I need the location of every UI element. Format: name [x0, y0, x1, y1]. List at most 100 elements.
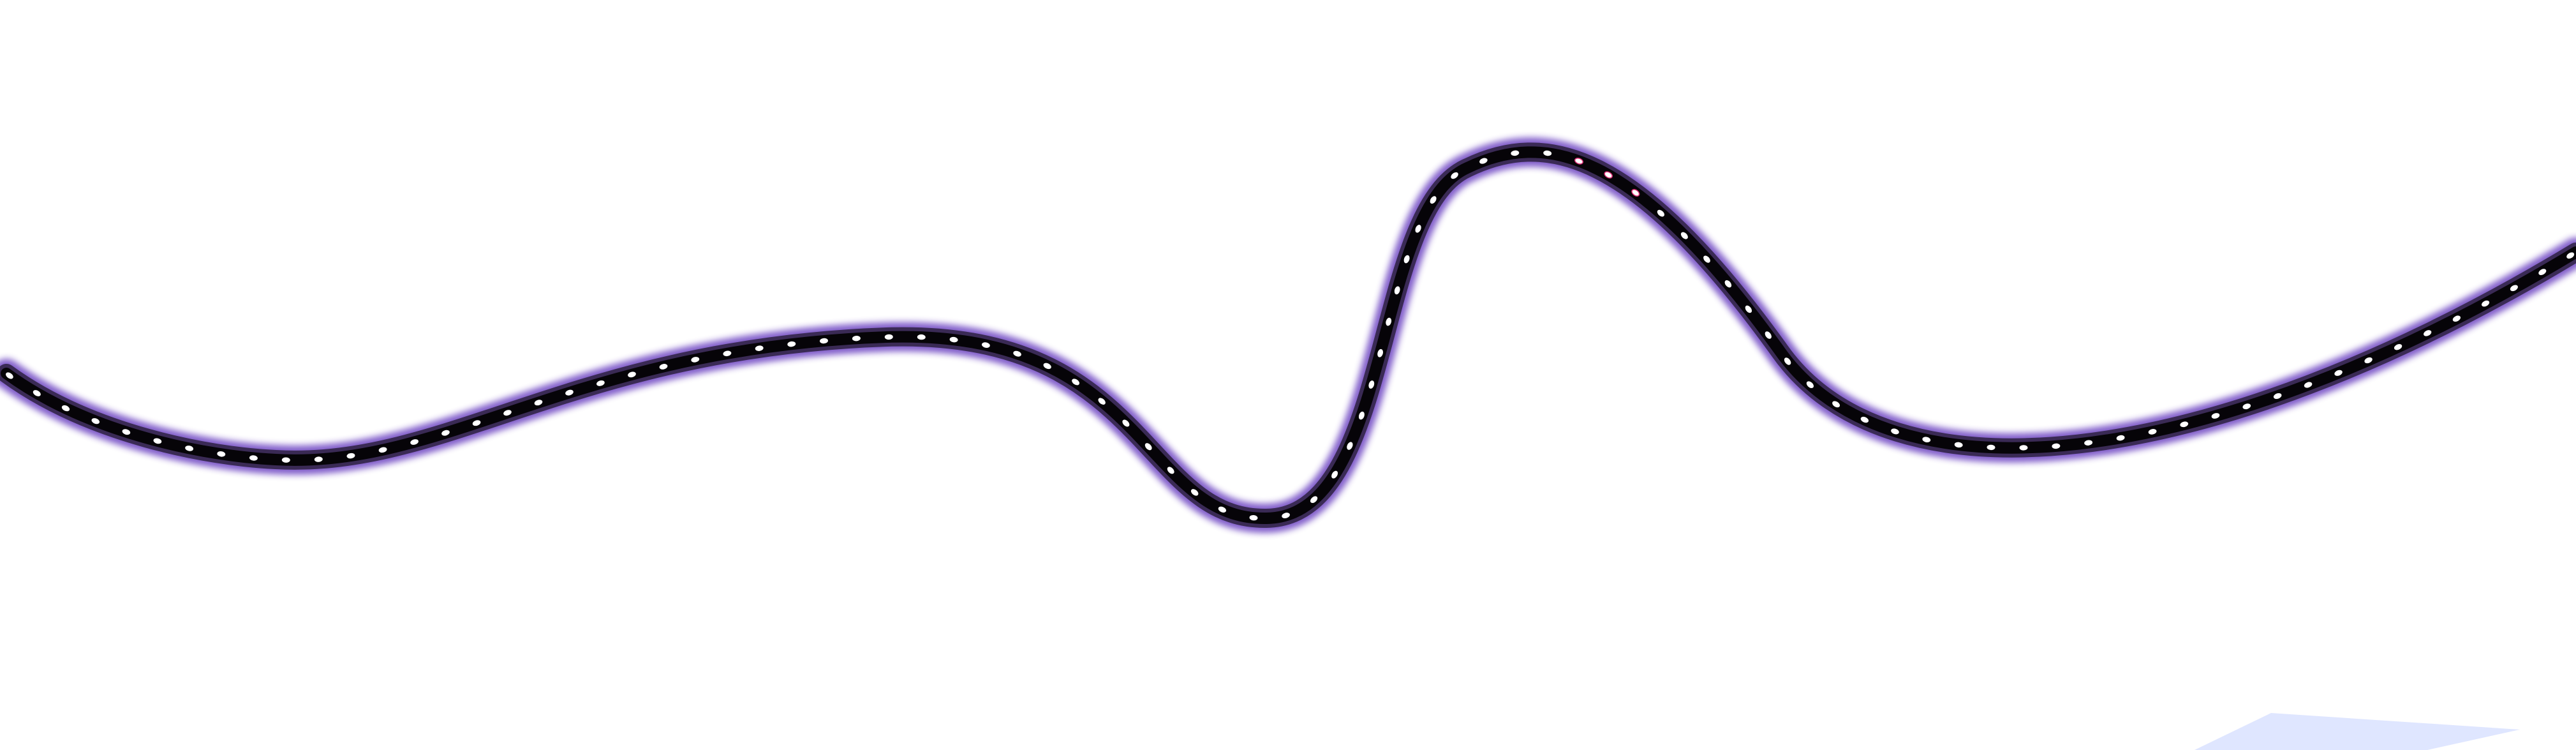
light-bulb — [1765, 331, 1772, 339]
light-bulb — [1377, 349, 1383, 357]
light-bulb — [1218, 506, 1227, 513]
light-bulb — [1631, 189, 1640, 197]
light-bulb — [820, 338, 828, 344]
light-bulb — [1543, 150, 1552, 156]
light-bulb — [6, 372, 13, 379]
light-bulb — [1144, 443, 1152, 451]
light-bulb — [1386, 317, 1392, 326]
light-bulb — [1430, 196, 1437, 204]
light-bulb — [1347, 442, 1353, 450]
light-bulb — [249, 455, 258, 461]
light-bulb — [1806, 381, 1814, 389]
light-bulb — [2052, 443, 2061, 449]
light-bulb — [2452, 315, 2461, 322]
light-string — [0, 137, 2576, 534]
light-bulb — [2510, 285, 2518, 292]
light-bulb — [1680, 232, 1688, 239]
light-bulb — [949, 336, 958, 343]
light-bulb — [917, 334, 926, 340]
light-bulb — [2334, 370, 2343, 376]
light-bulb — [691, 357, 700, 363]
light-bulb — [2019, 445, 2028, 451]
light-bulb — [534, 400, 543, 406]
light-bulb — [1358, 411, 1365, 420]
light-bulb — [1190, 489, 1199, 496]
light-bulb — [1987, 444, 1995, 451]
light-bulb — [981, 342, 990, 348]
light-bulb — [153, 438, 162, 444]
light-bulb — [91, 418, 100, 424]
light-bulb — [1745, 305, 1752, 313]
light-bulb — [1331, 470, 1338, 479]
light-string-cord-outer — [0, 142, 2576, 529]
light-string-glow — [0, 137, 2576, 534]
light-bulb — [2116, 435, 2125, 441]
light-bulb — [659, 364, 668, 370]
light-bulbs — [6, 150, 2575, 521]
light-bulb — [723, 350, 732, 357]
light-bulb — [1922, 437, 1931, 443]
light-bulb — [122, 429, 131, 435]
light-bulb — [2394, 344, 2402, 350]
light-bulb — [281, 457, 290, 463]
light-bulb — [2273, 393, 2282, 400]
light-bulb — [628, 371, 636, 378]
light-bulb — [1249, 514, 1258, 521]
light-bulb — [2148, 429, 2157, 435]
light-bulb — [217, 451, 226, 457]
light-bulb — [1891, 428, 1899, 435]
light-bulb — [1511, 150, 1520, 156]
light-bulb — [2180, 421, 2189, 428]
light-bulb — [1703, 255, 1710, 263]
light-bulb — [1574, 158, 1584, 165]
light-bulb — [1403, 255, 1410, 264]
light-bulb — [185, 446, 194, 451]
light-bulb — [1832, 401, 1840, 408]
light-bulb — [1310, 496, 1318, 504]
light-bulb — [2566, 252, 2575, 259]
light-string-cord — [1, 146, 2576, 525]
light-bulb — [2304, 382, 2313, 388]
light-bulb — [1415, 225, 1421, 233]
light-bulb — [884, 334, 893, 340]
light-bulb — [2364, 357, 2372, 364]
light-bulb — [1072, 379, 1080, 386]
light-bulb — [565, 389, 574, 396]
light-bulb — [1122, 419, 1130, 427]
light-bulb — [1604, 171, 1613, 179]
light-bulb — [1860, 416, 1869, 423]
light-bulb — [2482, 300, 2490, 307]
light-bulb — [787, 341, 796, 347]
light-bulb — [410, 439, 418, 445]
light-bulb — [503, 410, 512, 416]
light-bulb — [1282, 513, 1290, 519]
light-bulb — [1657, 209, 1665, 217]
light-bulb — [1784, 357, 1791, 365]
light-bulb — [314, 456, 323, 462]
light-bulb — [2424, 330, 2432, 336]
light-bulb — [2211, 413, 2220, 419]
light-bulb — [346, 453, 355, 459]
light-bulb — [1451, 172, 1458, 179]
light-bulb — [441, 430, 450, 436]
light-bulb — [2242, 403, 2251, 410]
light-bulb — [2538, 269, 2547, 275]
light-bulb — [1013, 350, 1021, 357]
light-bulb — [378, 447, 387, 453]
light-bulb — [1954, 442, 1963, 448]
light-bulb — [852, 335, 861, 341]
light-bulb — [596, 380, 605, 386]
light-bulb — [61, 405, 70, 412]
light-bulb — [1724, 280, 1732, 288]
light-bulb — [1043, 363, 1051, 370]
light-bulb — [1368, 380, 1375, 389]
light-bulb — [1479, 158, 1488, 164]
light-bulb — [472, 420, 481, 426]
light-bulb — [1098, 398, 1106, 405]
corner-shape — [2195, 713, 2520, 750]
light-bulb — [755, 345, 764, 351]
light-bulb — [1394, 286, 1400, 295]
light-bulb — [2084, 440, 2093, 446]
